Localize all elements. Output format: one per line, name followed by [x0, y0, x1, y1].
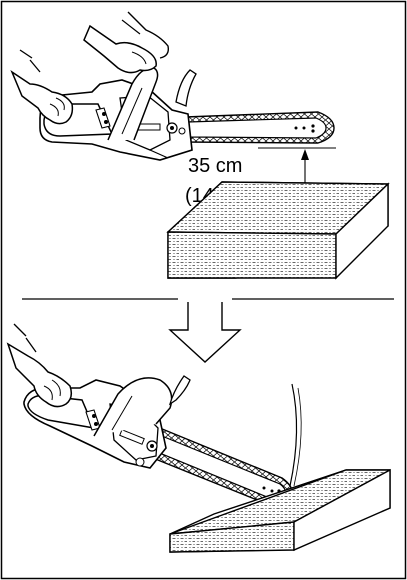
hand-bottom — [6, 323, 73, 408]
wooden-board-top — [166, 181, 390, 280]
wooden-board-bottom — [169, 468, 391, 553]
distance-label-metric: 35 cm — [188, 155, 242, 177]
arrowhead-up — [301, 149, 309, 160]
fall-trajectory-line-inner — [293, 387, 302, 487]
hands-top — [10, 11, 170, 125]
bottom-panel-saw-dropped — [6, 323, 391, 553]
chainsaw-body-top — [39, 67, 197, 161]
guide-bar-top — [184, 111, 335, 144]
transition-arrow — [22, 298, 394, 363]
fall-trajectory-line — [289, 383, 298, 487]
top-panel-saw-held — [10, 11, 335, 161]
down-arrow-icon — [168, 302, 242, 363]
